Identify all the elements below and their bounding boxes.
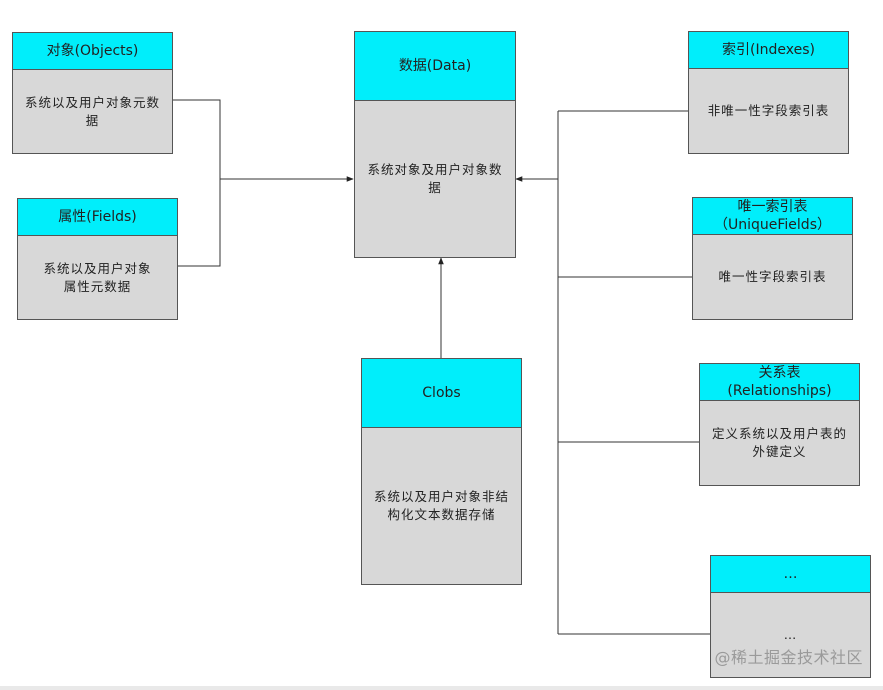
relationships-box: 关系表 (Relationships) 定义系统以及用户表的 外键定义 [699, 363, 860, 486]
more-box-title: … [711, 556, 870, 593]
clobs-box: Clobs 系统以及用户对象非结 构化文本数据存储 [361, 358, 522, 585]
data-box-text: 系统对象及用户对象数 据 [367, 162, 503, 195]
unique-fields-box-title: 唯一索引表 （UniqueFields） [693, 198, 852, 235]
clobs-box-title: Clobs [362, 359, 521, 428]
data-box-title: 数据(Data) [355, 32, 515, 101]
unique-fields-box: 唯一索引表 （UniqueFields） 唯一性字段索引表 [692, 197, 853, 320]
indexes-box-title: 索引(Indexes) [689, 32, 848, 69]
more-box: … … [710, 555, 871, 678]
clobs-box-text: 系统以及用户对象非结 构化文本数据存储 [373, 489, 509, 522]
objects-box-title: 对象(Objects) [13, 33, 172, 70]
bottom-strip [0, 686, 883, 690]
fields-box-text: 系统以及用户对象 属性元数据 [43, 260, 152, 294]
connector-objects [173, 99, 221, 179]
objects-box: 对象(Objects) 系统以及用户对象元数 据 [12, 32, 173, 154]
relationships-box-text: 定义系统以及用户表的 外键定义 [711, 426, 847, 459]
data-box: 数据(Data) 系统对象及用户对象数 据 [354, 31, 516, 258]
connector-fields [178, 179, 221, 267]
objects-box-text: 系统以及用户对象元数 据 [24, 94, 160, 128]
watermark: @稀土掘金技术社区 [714, 648, 863, 667]
relationships-box-title: 关系表 (Relationships) [700, 364, 859, 401]
fields-box-title: 属性(Fields) [18, 199, 177, 236]
fields-box: 属性(Fields) 系统以及用户对象 属性元数据 [17, 198, 178, 320]
indexes-box-text: 非唯一性字段索引表 [707, 103, 830, 118]
indexes-box: 索引(Indexes) 非唯一性字段索引表 [688, 31, 849, 154]
unique-fields-box-text: 唯一性字段索引表 [718, 269, 827, 284]
more-box-text: … [783, 627, 798, 642]
